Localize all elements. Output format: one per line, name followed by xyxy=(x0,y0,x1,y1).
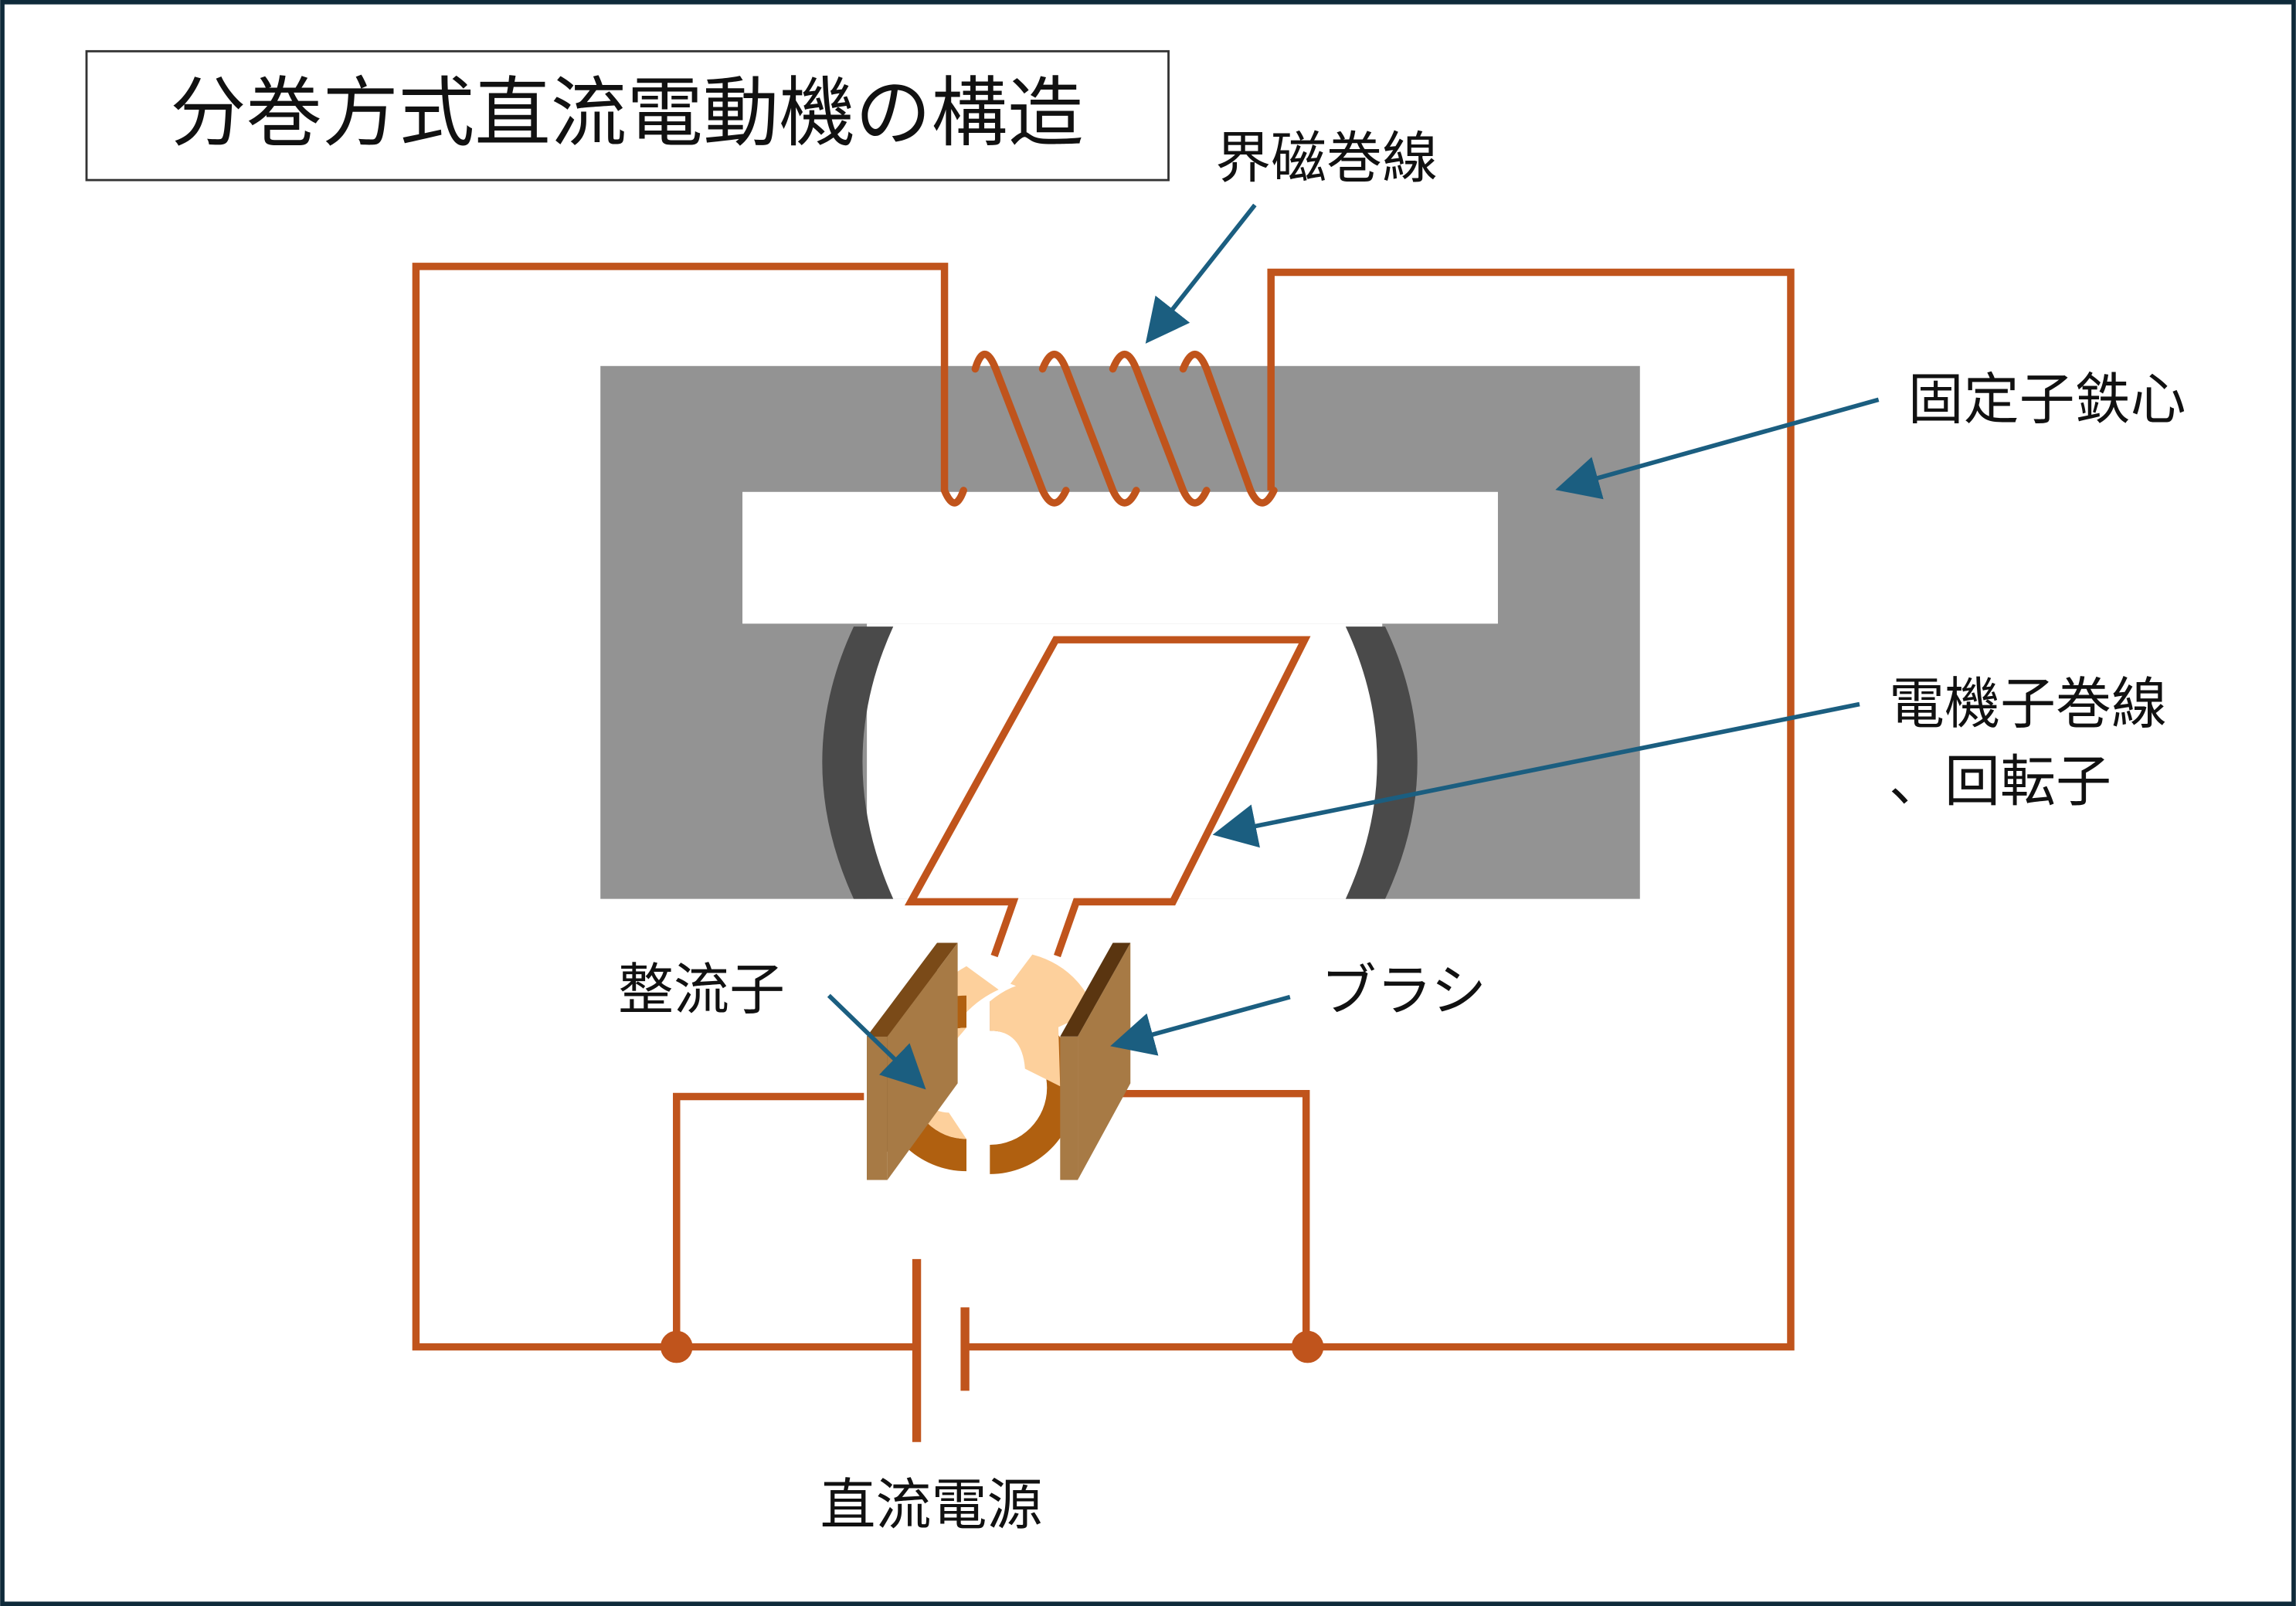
leader-stator-core xyxy=(1555,397,1880,500)
label-field-winding: 界磁巻線 xyxy=(1215,125,1438,190)
page-title: 分巻方式直流電動機の構造 xyxy=(170,70,1083,158)
armature-winding xyxy=(904,636,1311,958)
junction-left xyxy=(660,1330,693,1363)
label-brush: ブラシ xyxy=(1321,959,1487,1024)
stator-slot xyxy=(742,491,1498,624)
rotor-cavity xyxy=(867,623,1383,899)
circuit-wiring xyxy=(412,263,1795,1351)
leader-commutator xyxy=(827,993,926,1090)
label-commutator: 整流子 xyxy=(618,957,785,1022)
field-winding-coil xyxy=(940,350,1278,507)
leader-lines xyxy=(827,203,1880,1090)
title-box xyxy=(85,49,1170,182)
label-stator-core: 固定子鉄心 xyxy=(1908,367,2186,432)
label-armature-line1: 電機子巻線 xyxy=(1889,671,2167,736)
leader-field-winding xyxy=(1145,203,1257,344)
leader-armature xyxy=(1212,701,1860,848)
label-dc-source: 直流電源 xyxy=(820,1472,1042,1537)
dc-source-symbol xyxy=(912,1258,970,1442)
label-armature-line2: 、回転子 xyxy=(1889,749,2111,814)
brush-right xyxy=(1060,942,1131,1180)
junction-right xyxy=(1291,1330,1324,1363)
leader-brush xyxy=(1110,994,1291,1056)
left-pole-face xyxy=(822,626,894,899)
right-pole-face xyxy=(1345,626,1418,899)
